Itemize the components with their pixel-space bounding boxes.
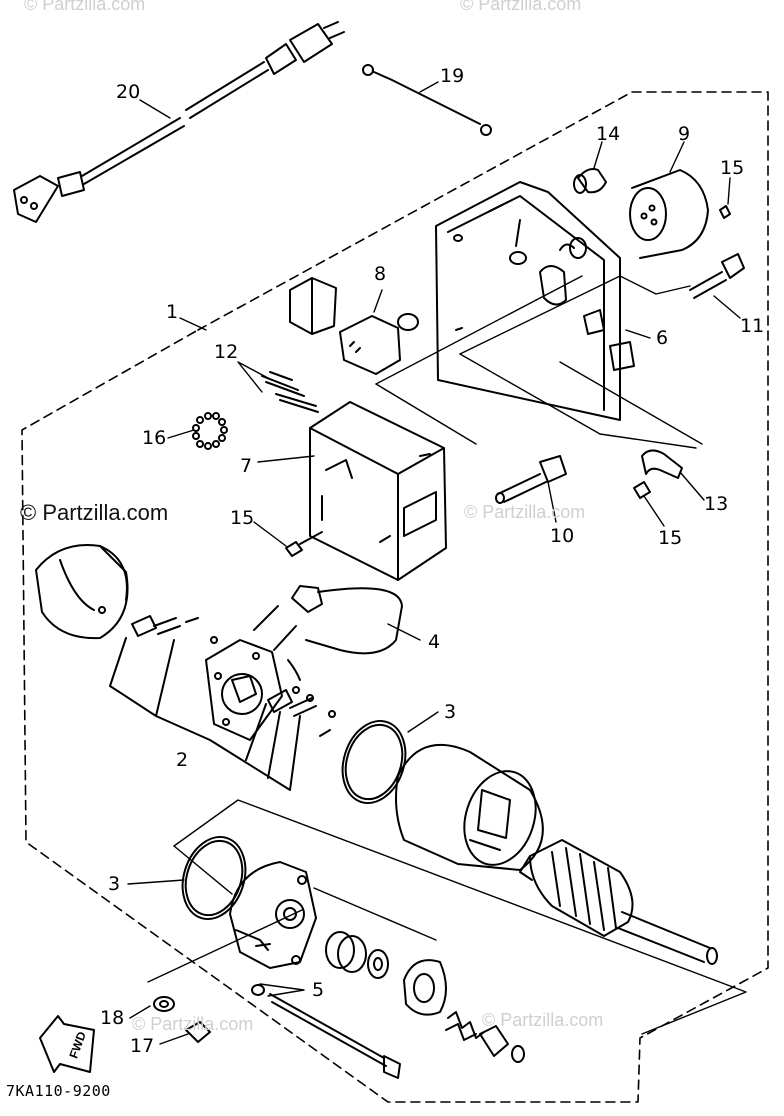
part-11-pin — [689, 253, 745, 299]
callout-4: 4 — [428, 631, 441, 653]
part-15-screw-right — [633, 481, 651, 499]
watermark-bottom-left: © Partzilla.com — [132, 1014, 254, 1034]
part-19-wire — [362, 64, 492, 136]
part-2-leader — [109, 637, 301, 791]
yoke-ring — [35, 544, 129, 640]
brush-plate — [205, 639, 283, 741]
part-3-oring-upper — [341, 719, 407, 805]
part-7-cover — [309, 401, 447, 581]
part-15-screw-top — [719, 205, 731, 219]
stop-collar — [479, 1025, 525, 1063]
watermark-top-left: © Partzilla.com — [24, 0, 146, 14]
callout-19: 19 — [440, 65, 465, 87]
callout-15-right: 15 — [658, 527, 683, 549]
diagram-code: 7KA110-9200 — [6, 1082, 111, 1100]
part-9-cap — [629, 169, 709, 259]
spring — [445, 1011, 485, 1041]
part-10-shaft — [495, 455, 567, 504]
callout-11: 11 — [740, 315, 765, 337]
callout-6: 6 — [656, 327, 669, 349]
callout-13: 13 — [704, 493, 729, 515]
part-16-ring — [192, 412, 228, 450]
callout-5: 5 — [312, 979, 325, 1001]
part-4-brush-lead — [253, 585, 403, 681]
part-17-bolt — [185, 1021, 211, 1043]
callout-9: 9 — [678, 123, 691, 145]
callout-15-left: 15 — [230, 507, 255, 529]
callout-18: 18 — [100, 1007, 125, 1029]
guide-frame-lower — [147, 799, 747, 1035]
assembly-boundary — [21, 91, 769, 1103]
part-12-terminals — [261, 371, 319, 413]
watermark-top-right: © Partzilla.com — [460, 0, 582, 14]
callout-2: 2 — [176, 749, 189, 771]
leader-lines — [127, 81, 741, 1045]
stator-housing — [395, 743, 544, 871]
part-8-relay — [289, 277, 419, 375]
part-3-oring-lower — [181, 835, 247, 921]
part-13-clamp — [641, 449, 683, 479]
callout-14: 14 — [596, 123, 621, 145]
part-2-brushes — [131, 615, 336, 737]
part-5-bolt — [251, 984, 401, 1079]
callout-20: 20 — [116, 81, 141, 103]
guide-frame-upper — [375, 275, 703, 449]
callout-3-upper: 3 — [444, 701, 457, 723]
part-18-washer — [153, 996, 175, 1012]
callout-10: 10 — [550, 525, 575, 547]
callout-17: 17 — [130, 1035, 155, 1057]
watermark-main: © Partzilla.com — [20, 500, 169, 525]
armature — [519, 839, 718, 965]
part-15-screw-left — [285, 531, 323, 557]
callout-12: 12 — [214, 341, 239, 363]
fwd-arrow — [39, 1015, 95, 1073]
pinion-gear — [403, 959, 447, 1016]
callout-15-top: 15 — [720, 157, 745, 179]
part-6-bracket — [435, 181, 635, 421]
bendix-collar — [325, 931, 389, 979]
callout-16: 16 — [142, 427, 167, 449]
callout-7: 7 — [240, 455, 253, 477]
end-cover — [229, 861, 317, 969]
part-20-cable — [13, 21, 345, 223]
watermark-bottom-right: © Partzilla.com — [482, 1010, 604, 1030]
callout-1: 1 — [166, 301, 179, 323]
part-14-grommet — [573, 168, 607, 194]
callout-8: 8 — [374, 263, 387, 285]
callout-3-lower: 3 — [108, 873, 121, 895]
watermark-middle: © Partzilla.com — [464, 502, 586, 522]
